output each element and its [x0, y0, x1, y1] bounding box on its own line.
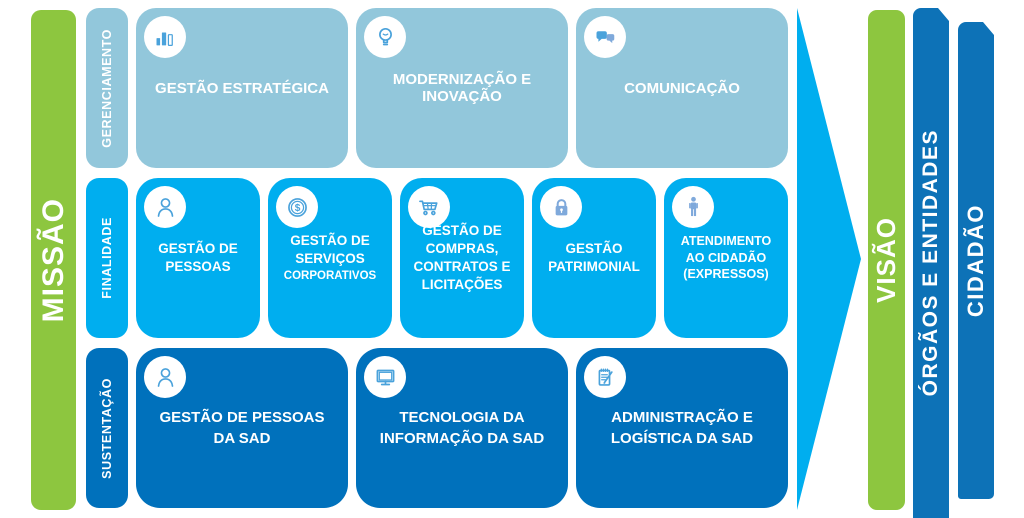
monitor-icon	[364, 356, 406, 398]
box-atendimento-cidadao: ATENDIMENTO AO CIDADÃO (EXPRESSOS)	[664, 178, 788, 338]
chat-bubbles-icon	[584, 16, 626, 58]
citizen-bar: CIDADÃO	[958, 22, 994, 499]
row-label-finalidade: FINALIDADE	[86, 178, 128, 338]
row-finalidade: GESTÃO DE PESSOAS $ GESTÃO DE SERVIÇOS C…	[136, 178, 788, 338]
person-icon	[144, 356, 186, 398]
box-title: ATENDIMENTO AO CIDADÃO (EXPRESSOS)	[680, 233, 772, 282]
citizen-label: CIDADÃO	[963, 203, 988, 318]
box-title: GESTÃO ESTRATÉGICA	[155, 79, 329, 97]
box-gestao-pessoas: GESTÃO DE PESSOAS	[136, 178, 260, 338]
finalidade-label: FINALIDADE	[100, 217, 114, 299]
row-label-sustentacao: SUSTENTAÇÃO	[86, 348, 128, 508]
box-subtitle: CORPORATIVOS	[283, 269, 377, 282]
box-title: GESTÃO PATRIMONIAL	[548, 240, 640, 274]
gerenciamento-label: GERENCIAMENTO	[100, 28, 114, 148]
dollar-coin-icon: $	[276, 186, 318, 228]
row-label-gerenciamento: GERENCIAMENTO	[86, 8, 128, 168]
organs-entities-label: ÓRGÃOS E ENTIDADES	[919, 129, 942, 397]
box-title: ADMINISTRAÇÃO E LOGÍSTICA DA SAD	[610, 409, 754, 447]
box-gestao-patrimonial: GESTÃO PATRIMONIAL	[532, 178, 656, 338]
lightbulb-icon	[364, 16, 406, 58]
box-comunicacao: COMUNICAÇÃO	[576, 8, 788, 168]
box-tecnologia-informacao-sad: TECNOLOGIA DA INFORMAÇÃO DA SAD	[356, 348, 568, 508]
box-title: COMUNICAÇÃO	[624, 79, 740, 97]
row-gerenciamento: GESTÃO ESTRATÉGICA MODERNIZAÇÃO E INOVAÇ…	[136, 8, 788, 168]
notepad-pencil-icon	[584, 356, 626, 398]
box-modernizacao-inovacao: MODERNIZAÇÃO E INOVAÇÃO	[356, 8, 568, 168]
shopping-cart-icon	[408, 186, 450, 228]
bar-chart-icon	[144, 16, 186, 58]
box-gestao-compras: GESTÃO DE COMPRAS, CONTRATOS E LICITAÇÕE…	[400, 178, 524, 338]
mission-label: MISSÃO	[36, 197, 70, 323]
sustentacao-label: SUSTENTAÇÃO	[100, 377, 114, 479]
padlock-icon	[540, 186, 582, 228]
row-sustentacao: GESTÃO DE PESSOAS DA SAD TECNOLOGIA DA I…	[136, 348, 788, 508]
vision-bar: VISÃO	[868, 10, 905, 510]
box-title: MODERNIZAÇÃO E INOVAÇÃO	[392, 71, 532, 105]
box-gestao-pessoas-sad: GESTÃO DE PESSOAS DA SAD	[136, 348, 348, 508]
standing-person-icon	[672, 186, 714, 228]
box-gestao-servicos-corporativos: $ GESTÃO DE SERVIÇOS CORPORATIVOS	[268, 178, 392, 338]
box-title: GESTÃO DE PESSOAS DA SAD	[159, 409, 325, 447]
box-gestao-estrategica: GESTÃO ESTRATÉGICA	[136, 8, 348, 168]
vision-label: VISÃO	[871, 217, 901, 303]
box-administracao-logistica-sad: ADMINISTRAÇÃO E LOGÍSTICA DA SAD	[576, 348, 788, 508]
person-icon	[144, 186, 186, 228]
mission-bar: MISSÃO	[31, 10, 76, 510]
box-title: GESTÃO DE SERVIÇOS	[290, 232, 370, 266]
right-arrow-head	[797, 8, 861, 510]
box-title: GESTÃO DE PESSOAS	[158, 240, 238, 274]
organs-entities-bar: ÓRGÃOS E ENTIDADES	[913, 8, 949, 518]
svg-text:$: $	[294, 202, 300, 213]
box-title: GESTÃO DE COMPRAS, CONTRATOS E LICITAÇÕE…	[413, 222, 511, 293]
box-title: TECNOLOGIA DA INFORMAÇÃO DA SAD	[379, 409, 545, 447]
